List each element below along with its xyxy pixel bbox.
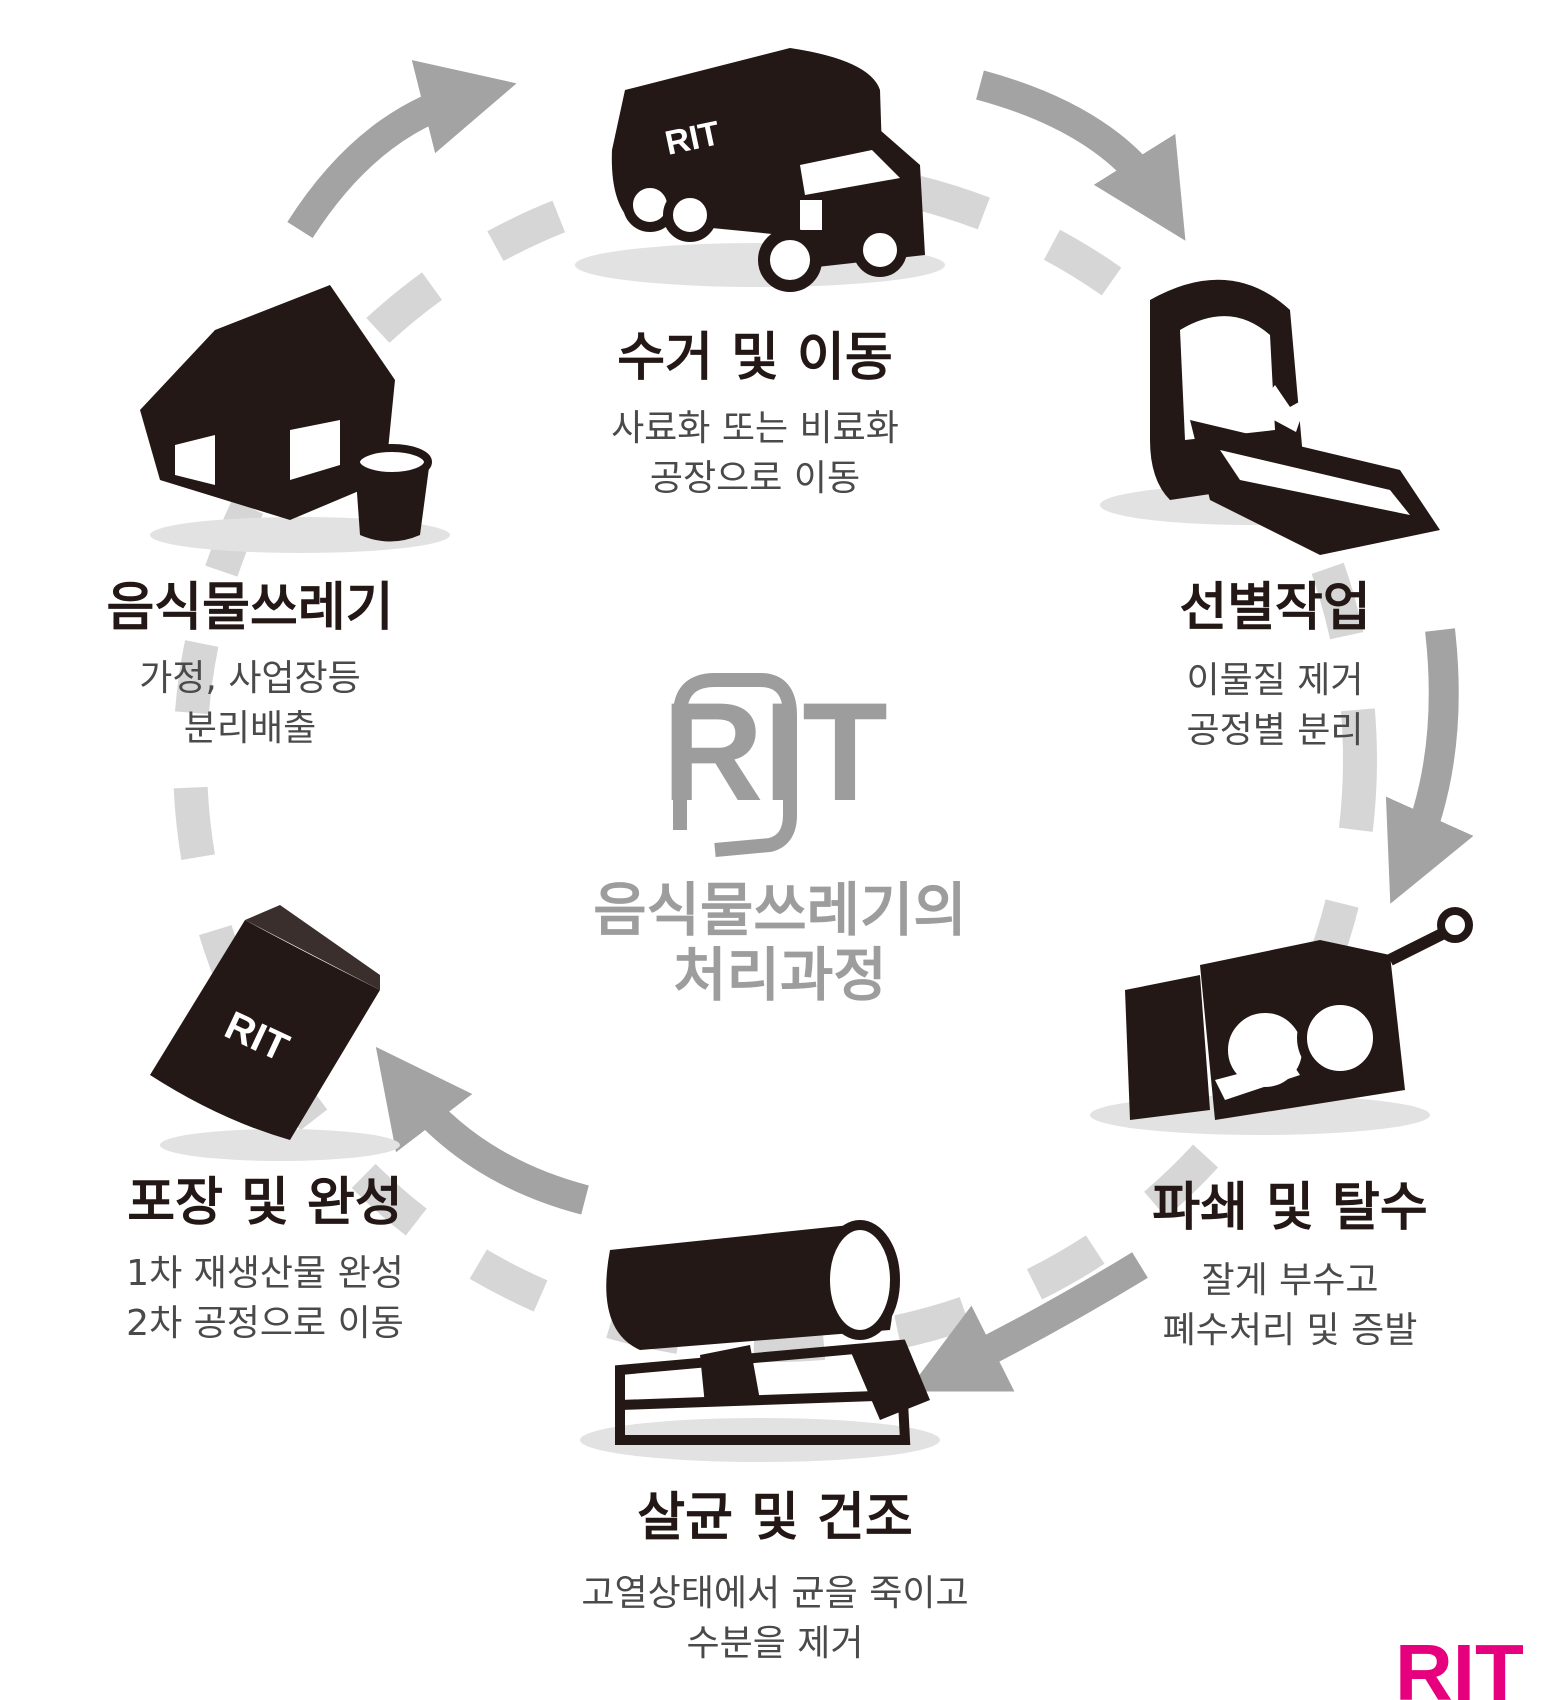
arrow-dryer-to-bag [375,1046,589,1215]
truck-icon: RIT [575,48,945,292]
cycle-arrows [287,60,1474,1392]
arrow-truck-to-sorting [976,70,1186,241]
step-desc: 폐수처리 및 증발 [1163,1310,1418,1351]
step-title: 선별작업 [1179,578,1370,638]
center-logo-text: RIT [662,673,888,830]
step-desc: 가정, 사업장등 [139,658,361,699]
arrow-house-to-truck [287,60,517,239]
center-title-line2: 처리과정 [673,941,886,1009]
step-package: 포장 및 완성 1차 재생산물 완성 2차 공정으로 이동 [126,1173,404,1344]
step-desc: 1차 재생산물 완성 [126,1253,404,1294]
dryer-drum-icon [580,1220,940,1462]
step-waste: 음식물쓰레기 가정, 사업장등 분리배출 [106,578,393,749]
step-title: 수거 및 이동 [617,328,892,388]
step-dry: 살균 및 건조 고열상태에서 균을 죽이고 수분을 제거 [581,1488,968,1664]
corner-brand-logo: RIT [1395,1628,1524,1700]
step-title: 살균 및 건조 [637,1488,912,1548]
arrow-sorting-to-crusher [1385,628,1474,904]
step-desc: 잘게 부수고 [1201,1260,1378,1301]
step-title: 포장 및 완성 [127,1173,402,1233]
step-desc: 사료화 또는 비료화 [611,408,899,449]
step-desc: 고열상태에서 균을 죽이고 [581,1573,968,1614]
center-title-line1: 음식물쓰레기의 [593,876,967,944]
center-logo: RIT [662,673,888,857]
step-title: 음식물쓰레기 [106,578,393,638]
step-desc: 공정별 분리 [1186,710,1363,751]
step-desc: 공장으로 이동 [650,458,860,499]
step-sorting: 선별작업 이물질 제거 공정별 분리 [1179,578,1370,751]
step-title: 파쇄 및 탈수 [1152,1178,1427,1238]
step-desc: 이물질 제거 [1186,660,1363,701]
house-bin-icon [140,285,450,553]
package-bag-icon: RIT [150,905,400,1161]
arrow-crusher-to-dryer [907,1252,1148,1392]
conveyor-icon [1100,279,1440,555]
step-desc: 분리배출 [184,708,316,749]
step-crush: 파쇄 및 탈수 잘게 부수고 폐수처리 및 증발 [1152,1178,1427,1351]
step-desc: 수분을 제거 [686,1623,863,1664]
crusher-icon [1090,907,1473,1135]
step-collect: 수거 및 이동 사료화 또는 비료화 공장으로 이동 [611,328,899,499]
step-desc: 2차 공정으로 이동 [126,1303,404,1344]
